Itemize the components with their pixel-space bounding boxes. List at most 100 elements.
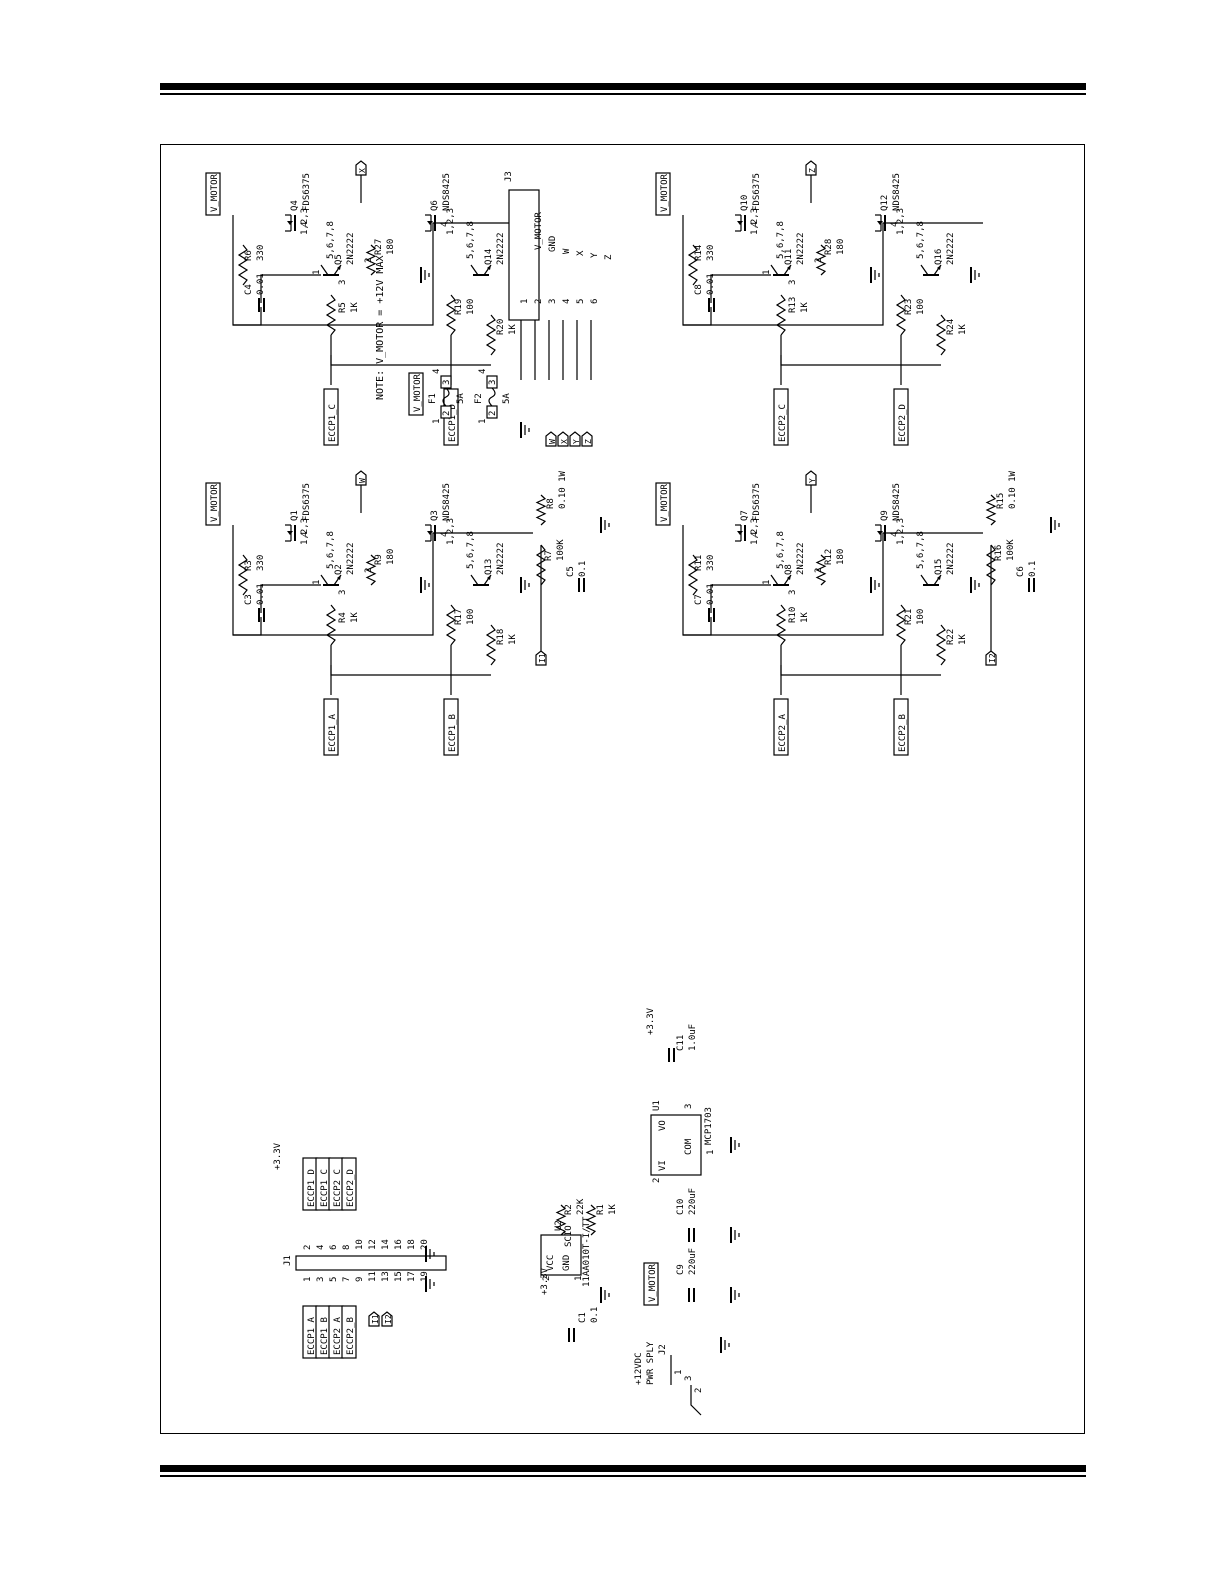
bjt-collector [470, 574, 479, 586]
j1-pin-odd: 11 [368, 1271, 378, 1282]
base2-value: 1K [958, 324, 968, 335]
pmos-part: FDS6375 [302, 173, 312, 211]
sense-resistor [985, 494, 997, 526]
nmos-gate-pin: 4 [440, 222, 450, 227]
gate-resistor [445, 604, 457, 646]
cap-ref: C7 [694, 594, 704, 605]
port-flag-label: Y [572, 439, 581, 444]
eeprom-series-resistor [585, 1204, 597, 1236]
bjt-arrow [337, 575, 341, 580]
ground-icon [970, 267, 980, 283]
vmotor-net-label: V_MOTOR [210, 173, 220, 212]
port-flag-label: W [358, 478, 367, 483]
r1-ref: R1 [596, 1204, 606, 1215]
pmos-source-pins: 1,2,3 [300, 518, 310, 545]
net-label-box [443, 698, 459, 756]
wire [780, 355, 941, 366]
wire [233, 617, 262, 636]
pullup-ref: R11 [694, 555, 704, 571]
ground-icon [600, 1287, 610, 1303]
output-flag: Y [805, 470, 817, 486]
bjt-pin: 3 [338, 590, 348, 595]
base2-value: 1K [958, 634, 968, 645]
bjt-arrow [487, 575, 491, 580]
u1-pin-num: 2 [652, 1178, 662, 1183]
fuse-rating: 5A [456, 393, 466, 404]
pmos-ref: Q10 [740, 195, 750, 211]
base2-ref: R20 [496, 319, 506, 335]
npn-high-icon [770, 264, 792, 276]
gate-value: 100 [466, 609, 476, 625]
j2-ref: J2 [658, 1344, 668, 1355]
collector-resistor [815, 554, 827, 586]
c11-value: 1.0uF [688, 1024, 698, 1051]
port-flag-shape [535, 650, 547, 666]
nmos-source-pins: 1,2,3 [446, 518, 456, 545]
pmos-source-pins: 1,2,3 [750, 208, 760, 235]
input-low-net-label: ECCP1_D [448, 404, 458, 442]
j3-pin-number: 6 [590, 299, 600, 304]
ground-icon [1050, 517, 1060, 533]
fuse-ref: F1 [428, 393, 438, 404]
filter-ref: R16 [994, 545, 1004, 561]
j1-ref: J1 [283, 1255, 293, 1266]
sense-value: 0.10 1W [1008, 470, 1018, 509]
base-ref: R4 [338, 612, 348, 623]
j3-pin-number: 5 [576, 299, 586, 304]
j3-pin-label: Z [604, 254, 614, 260]
nmos-source-pins: 1,2,3 [446, 208, 456, 235]
base2-value: 1K [508, 634, 518, 645]
npn-low-icon [470, 574, 492, 586]
net-label-box [341, 1305, 357, 1359]
j1-odd-net: ECCP2_B [346, 1317, 356, 1355]
phase-flag-x: X [557, 431, 569, 447]
filter-cap-value: 0.1 [578, 561, 588, 577]
j3-pin-number: 3 [548, 299, 558, 304]
ground-icon [720, 1337, 730, 1353]
bjt-collector [470, 264, 479, 276]
nmos-ref: Q12 [880, 195, 890, 211]
eeprom-pullup-resistor [555, 1204, 567, 1236]
port-flag-label: Z [808, 168, 817, 173]
npn-low-ref: Q13 [484, 559, 494, 575]
mosfet-arrow [287, 221, 293, 225]
power-jack-icon [670, 1355, 702, 1416]
nmos-part: NDS8425 [892, 173, 902, 211]
c9-value: 220uF [688, 1248, 698, 1275]
pullup-ref: R6 [244, 250, 254, 261]
vmotor-net-label: V_MOTOR [210, 483, 220, 522]
bjt-arrow [937, 575, 941, 580]
bjt-arrow [787, 575, 791, 580]
nmos-icon [425, 524, 436, 542]
nmos-icon [875, 214, 886, 232]
net-label-box [341, 1157, 357, 1211]
net-label-box [655, 482, 671, 526]
pmos-icon [735, 214, 746, 232]
c10-ref: C10 [676, 1199, 686, 1215]
npn-high-icon [320, 264, 342, 276]
u1-pin-com: COM [684, 1138, 694, 1155]
base2-ref: R22 [946, 629, 956, 645]
net-label-box [408, 372, 424, 416]
port-flag-shape [805, 160, 817, 176]
j1-pin-even: 20 [420, 1239, 430, 1250]
collector-ref: R9 [374, 554, 384, 565]
gate-resistor [895, 604, 907, 646]
pmos-part: FDS6375 [302, 483, 312, 521]
pmos-ref: Q4 [290, 200, 300, 211]
base-resistor [325, 604, 337, 646]
pmos-gate-pin: 4 [750, 532, 760, 537]
filter-cap-value: 0.1 [1028, 561, 1038, 577]
output-flag: Z [805, 160, 817, 176]
pmos-drain-pins: 5,6,7,8 [776, 531, 786, 569]
u2-v33-label: +3.3V [540, 1267, 550, 1295]
j1-pin-even: 4 [316, 1245, 326, 1250]
port-flag-shape [557, 431, 569, 447]
gate-value: 100 [466, 299, 476, 315]
r1-value: 1K [608, 1204, 618, 1215]
